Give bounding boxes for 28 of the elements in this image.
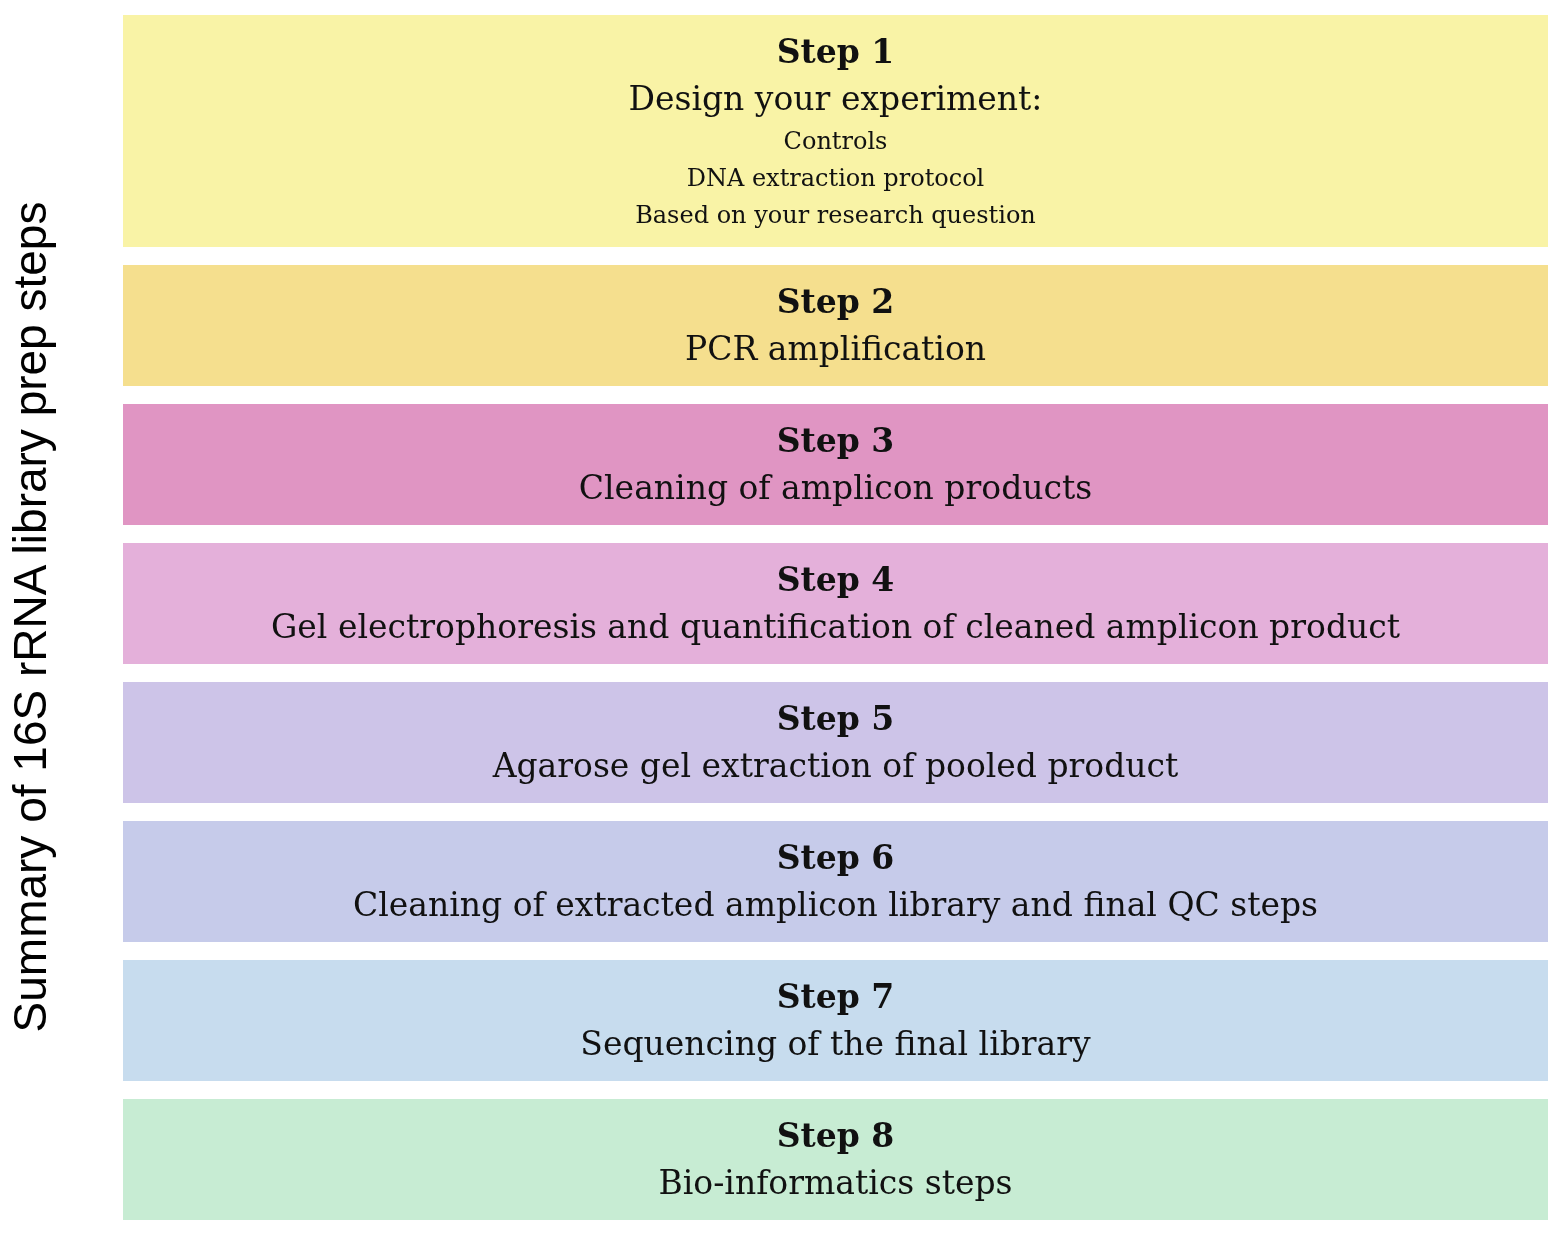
step-band [123,1099,1548,1220]
step-band [123,265,1548,386]
step-description: Bio-informatics steps [658,1161,1013,1204]
step-heading: Step 6 [776,836,895,879]
step-heading: Step 8 [776,1114,895,1157]
step-description: Sequencing of the final library [580,1022,1091,1065]
step-band [123,821,1548,942]
step-description: Design your experiment: [628,77,1043,120]
step-description: PCR amplification [684,327,987,370]
step-heading: Step 3 [776,419,895,462]
step-heading: Step 4 [776,558,895,601]
step-heading: Step 1 [776,30,895,73]
step-band [123,15,1548,247]
step-description: Cleaning of amplicon products [578,466,1093,509]
step-band [123,960,1548,1081]
step-heading: Step 7 [776,975,895,1018]
list-item: Based on your research question [635,199,1036,231]
step-heading: Step 2 [776,280,895,323]
step-band [123,543,1548,664]
step-description: Agarose gel extraction of pooled product [492,744,1179,787]
list-item: DNA extraction protocol [686,162,985,194]
step-band [123,682,1548,803]
step-band [123,404,1548,525]
step-description: Gel electrophoresis and quantification of cleaned amplicon product [270,605,1400,648]
diagram-title: Summary of 16S rRNA library prep steps [2,201,57,1033]
step-description: Cleaning of extracted amplicon library and final QC steps [353,883,1318,926]
step-heading: Step 5 [776,697,895,740]
list-item: Controls [783,125,888,157]
